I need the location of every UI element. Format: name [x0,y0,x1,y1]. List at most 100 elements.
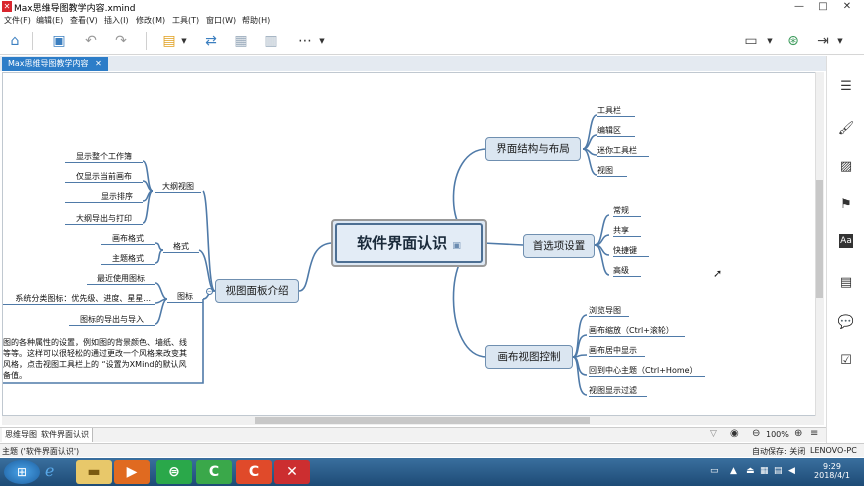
document-icon[interactable]: ▤ [839,275,853,290]
minimize-button[interactable]: — [794,1,804,12]
filter-icon[interactable]: ▽ [710,429,717,439]
redo-icon[interactable]: ↷ [115,33,127,49]
status-bar: 主题 ('软件界面认识') 自动保存: 关闭 LENOVO-PC [0,443,864,457]
subtopic-editor[interactable]: 编辑区 [597,125,635,137]
format-canvas[interactable]: 画布格式 [101,233,155,245]
chevron-down-icon[interactable]: ▼ [319,37,325,45]
subtopic-toolbar[interactable]: 工具栏 [597,105,635,117]
more-icon[interactable]: ⋯ [298,33,312,49]
boundary-icon[interactable]: ▦ [234,33,248,49]
ie-icon[interactable]: ℯ [45,461,55,480]
topic-view-panel[interactable]: 视图面板介绍 [215,279,299,303]
sheet-tab[interactable]: 思维导图 [2,428,41,442]
format-brush-icon[interactable]: 🖌 [837,121,855,136]
maximize-button[interactable]: □ [818,1,828,12]
subtopic-view[interactable]: 视图 [597,165,627,177]
document-tab-strip: Max思维导图教学内容 ✕ [0,56,826,71]
summary-icon[interactable]: ▥ [264,33,278,49]
topic-interface-layout[interactable]: 界面结构与布局 [485,137,581,161]
subtopic-general[interactable]: 常规 [613,205,641,217]
outline-panel-icon[interactable]: ☰ [840,79,852,94]
icons-recent[interactable]: 最近使用图标 [87,273,155,285]
outline-show-sort[interactable]: 显示排序 [65,191,143,203]
sheet-tab-active[interactable]: 软件界面认识 [38,428,93,442]
tray-network-icon[interactable]: ▲ [730,466,737,476]
media-player-icon[interactable]: ▶ [114,460,150,484]
export-icon[interactable]: ⇥ [817,33,829,49]
tray-keyboard-icon[interactable]: ▭ [710,466,719,476]
outline-show-workbook[interactable]: 显示整个工作簿 [65,151,143,163]
menu-view[interactable]: 查看(V) [70,16,98,25]
toolbar-separator [32,32,33,50]
menu-edit[interactable]: 编辑(E) [36,16,64,25]
icons-import-export[interactable]: 图标的导出与导入 [69,314,155,326]
subtopic-sharing[interactable]: 共享 [613,225,641,237]
zoom-in-icon[interactable]: ⊕ [794,428,803,439]
presentation-icon[interactable]: ▭ [744,33,758,49]
menu-insert[interactable]: 插入(I) [104,16,129,25]
menu-file[interactable]: 文件(F) [4,16,31,25]
tray-icon[interactable]: ▦ [760,466,769,476]
task-info-icon[interactable]: ☑ [840,353,852,368]
menu-help[interactable]: 帮助(H) [242,16,271,25]
home-icon[interactable]: ⌂ [10,33,20,49]
topic-preferences[interactable]: 首选项设置 [523,234,595,258]
volume-icon[interactable]: ◀ [788,466,795,476]
topic-insert-icon[interactable]: ▤ [162,33,176,49]
close-button[interactable]: ✕ [842,1,852,12]
image-panel-icon[interactable]: ▨ [839,159,853,174]
share-icon[interactable]: ⊛ [787,33,799,49]
menu-tools[interactable]: 工具(T) [172,16,200,25]
relationship-icon[interactable]: ⇄ [205,33,217,49]
chevron-down-icon[interactable]: ▼ [837,37,843,45]
subtopic-browse-map[interactable]: 浏览导图 [589,305,629,317]
mindmap-canvas[interactable]: 软件界面认识 ▣ 界面结构与布局 首选项设置 画布视图控制 工具栏 编辑区 迷你… [2,72,824,416]
chevron-down-icon[interactable]: ▼ [767,37,773,45]
chevron-down-icon[interactable]: ▼ [181,37,187,45]
tray-icon[interactable]: ⏏ [746,466,755,476]
menu-icon[interactable]: ≡ [810,428,819,439]
icons-system-categories[interactable]: 系统分类图标：优先级、进度、星星... [3,293,155,305]
explorer-icon[interactable]: ▬ [76,460,112,484]
outline-export-print[interactable]: 大纲导出与打印 [65,213,143,225]
subtopic-mini-toolbar[interactable]: 迷你工具栏 [597,145,649,157]
outline-show-current[interactable]: 仅显示当前画布 [65,171,143,183]
subtopic-view-filter[interactable]: 视图显示过滤 [589,385,647,397]
document-tab[interactable]: Max思维导图教学内容 ✕ [2,57,108,71]
marker-flag-icon[interactable]: ⚑ [840,197,852,212]
close-tab-icon[interactable]: ✕ [95,59,102,68]
subtopic-advanced[interactable]: 高级 [613,265,641,277]
start-button[interactable]: ⊞ [4,460,40,484]
comments-icon[interactable]: 💬 [837,315,855,330]
save-icon[interactable]: ▣ [52,33,66,49]
menu-bar: 文件(F) 编辑(E) 查看(V) 插入(I) 修改(M) 工具(T) 窗口(W… [0,14,864,27]
xmind-taskbar-icon[interactable]: ✕ [274,460,310,484]
tray-icon[interactable]: ▤ [774,466,783,476]
undo-icon[interactable]: ↶ [85,33,97,49]
subtopic-back-to-center[interactable]: 回到中心主题（Ctrl+Home） [589,365,705,377]
eye-icon[interactable]: ◉ [730,428,739,439]
menu-modify[interactable]: 修改(M) [136,16,166,25]
menu-window[interactable]: 窗口(W) [206,16,237,25]
subtopic-shortcuts[interactable]: 快捷键 [613,245,649,257]
camtasia-recorder-icon[interactable]: C [236,460,272,484]
zoom-level: 100% [766,430,789,439]
format-topic[interactable]: 主题格式 [101,253,155,265]
horizontal-scrollbar-thumb[interactable] [255,417,590,424]
note-icon[interactable]: ▣ [452,241,461,251]
collapse-icon[interactable]: − [206,288,213,295]
notes-panel-icon[interactable]: Aa [839,234,853,248]
clock[interactable]: 9:29 2018/4/1 [814,462,850,480]
browser-icon[interactable]: ⊜ [156,460,192,484]
vertical-scrollbar-thumb[interactable] [816,180,823,298]
camtasia-icon[interactable]: C [196,460,232,484]
subtopic-canvas-zoom[interactable]: 画布缩放（Ctrl+滚轮） [589,325,685,337]
zoom-out-icon[interactable]: ⊖ [752,428,761,439]
subtopic-icons[interactable]: 图标 [167,291,203,303]
subtopic-canvas-center[interactable]: 画布居中显示 [589,345,645,357]
subtopic-outline-view[interactable]: 大纲视图 [155,181,201,193]
subtopic-format[interactable]: 格式 [163,241,199,253]
central-topic[interactable]: 软件界面认识 ▣ [331,219,487,267]
topic-canvas-control[interactable]: 画布视图控制 [485,345,573,369]
computer-name: LENOVO-PC [810,446,857,455]
